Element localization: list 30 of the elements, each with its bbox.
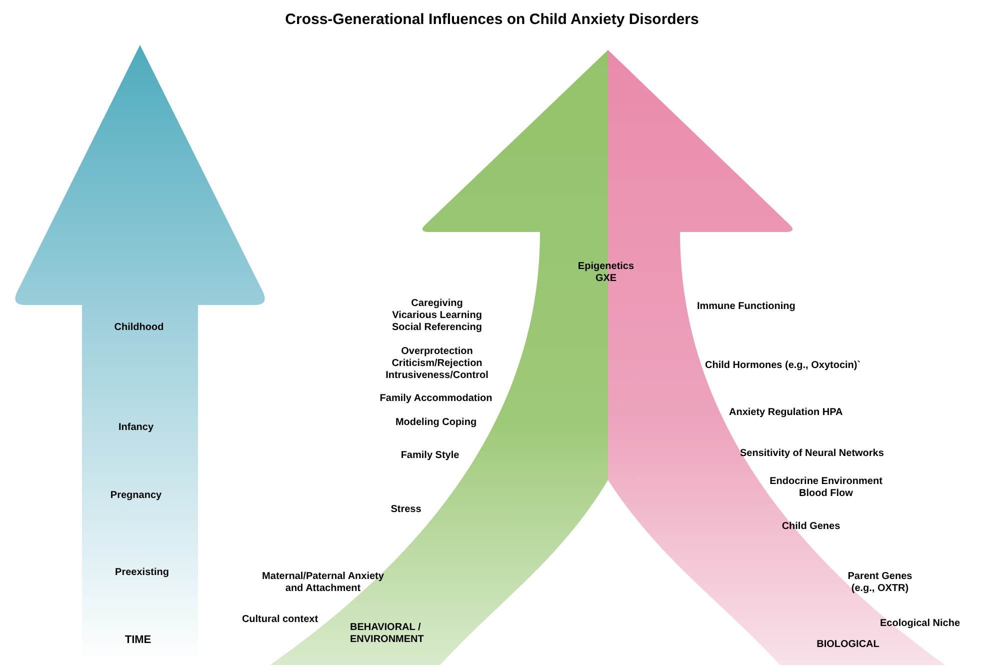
arrow-label: Infancy [118, 422, 154, 434]
label: Child Genes [782, 521, 840, 533]
label: Social Referencing [392, 322, 482, 334]
label: Overprotection [401, 346, 473, 358]
title: Cross-Generational Influences on Child Anxiety Disorders [285, 14, 699, 26]
label: Anxiety Regulation HPA [729, 407, 843, 419]
label: Endocrine Environment [770, 476, 882, 488]
label: Stress [390, 504, 422, 516]
label: Blood Flow [799, 488, 853, 500]
label: Maternal/Paternal Anxiety and Attachment [261, 571, 385, 595]
label: Vicarious Learning [392, 310, 482, 322]
label: Family Accommodation [380, 393, 492, 405]
arrow-label: Childhood [114, 322, 164, 334]
label: Sensitivity of Neural Networks [740, 448, 884, 460]
label: Modeling Coping [395, 417, 477, 429]
label: Criticism/Rejection [392, 358, 482, 370]
label: Immune Functioning [697, 301, 796, 313]
label: Caregiving [411, 298, 463, 310]
label: Family Style [400, 450, 460, 462]
arrow-label: Pregnancy [110, 490, 162, 502]
arrow-label: BIOLOGICAL [816, 639, 880, 651]
label: Cultural context [242, 614, 318, 626]
arrow-label: TIME [124, 634, 152, 646]
label: Epigenetics GXE [576, 261, 636, 285]
label: Parent Genes (e.g., OXTR) [846, 571, 914, 595]
label: Ecological Niche [880, 618, 960, 630]
label: Intrusiveness/Control [386, 370, 488, 382]
arrow-label: BEHAVIORAL / ENVIRONMENT [350, 622, 425, 646]
label: Child Hormones (e.g., Oxytocin)` [705, 360, 861, 372]
arrow-label: Preexisting [115, 567, 169, 579]
